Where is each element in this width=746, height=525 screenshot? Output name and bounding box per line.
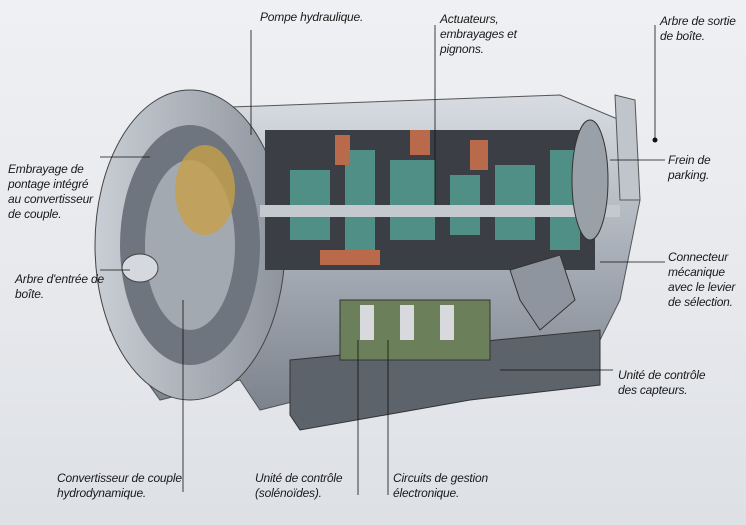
label-convertisseur: Convertisseur de couple hydrodynamique. [57,471,182,500]
label-circuits: Circuits de gestion électronique. [393,471,488,500]
label-unite-capteurs: Unité de contrôle des capteurs. [618,368,706,397]
label-arbre-entree: Arbre d'entrée de boîte. [15,272,104,301]
leader-lines [100,25,665,495]
label-pompe-hydraulique: Pompe hydraulique. [260,10,364,24]
label-frein-parking: Frein de parking. [668,153,711,182]
label-embrayage-pontage: Embrayage de pontage intégré au converti… [8,162,93,221]
label-arbre-sortie: Arbre de sortie de boîte. [660,14,736,43]
label-unite-solenoides: Unité de contrôle (solénoïdes). [255,471,343,500]
label-connecteur: Connecteur mécanique avec le levier de s… [668,250,736,309]
selector-lever [509,254,576,331]
label-actuateurs: Actuateurs, embrayages et pignons. [440,12,517,56]
